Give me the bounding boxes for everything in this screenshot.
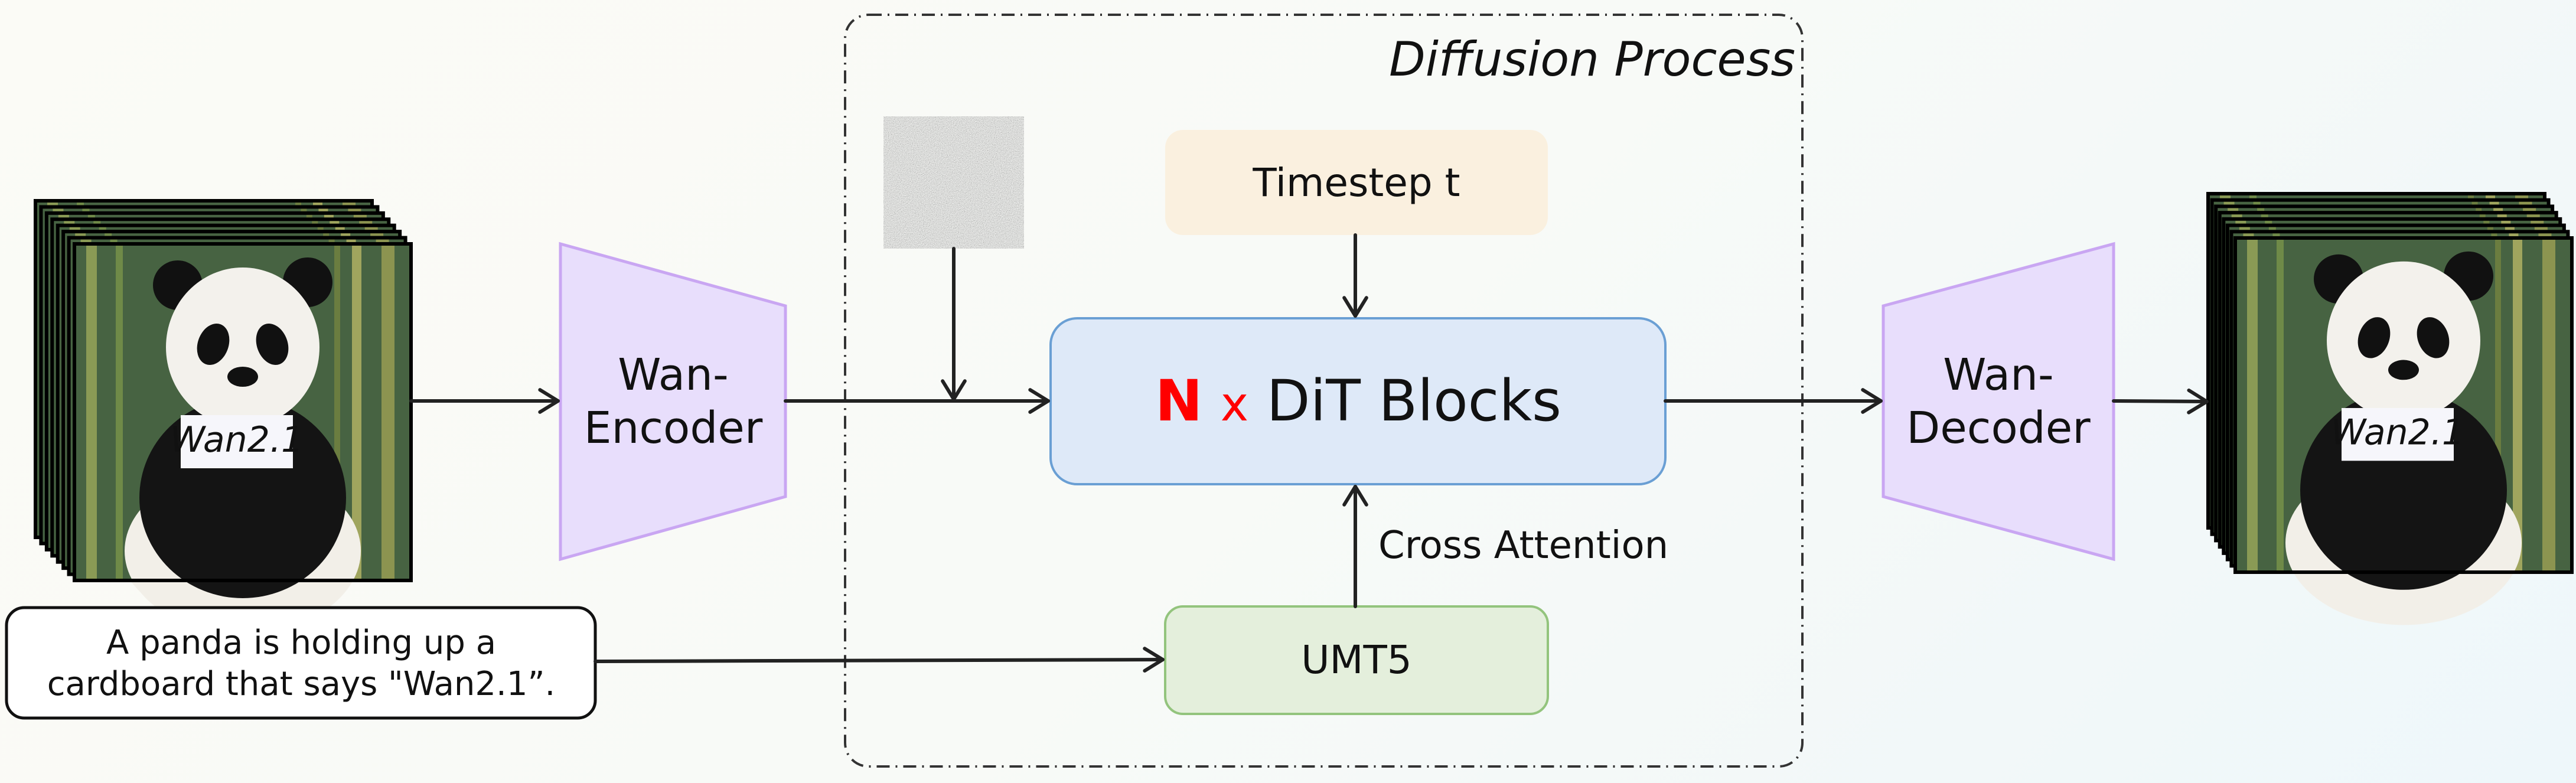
arrows [409,233,2209,673]
arrow-noise-to-latent-head [941,379,967,401]
arrow-decoder-to-video [2112,399,2209,403]
decoder-label-line1: Wan- [1943,350,2053,400]
wan-encoder [559,242,787,562]
cross-attention-label: Cross Attention [1378,524,1668,567]
arrow-dit-to-decoder-head [1861,388,1883,414]
noise-latent [883,116,1024,249]
dit-blocks-label: N x DiT Blocks [1155,368,1561,434]
timestep-label: Timestep t [1252,160,1460,205]
arrow-video-to-encoder-head [538,388,560,414]
arrow-prompt-to-umt5 [594,658,1165,663]
encoder-label-line1: Wan- [618,350,728,400]
sign-text: Wan2.1 [170,419,304,461]
arrow-encoder-to-dit-head [1028,388,1050,414]
prompt-line2: cardboard that says "Wan2.1”. [47,665,556,703]
arrow-decoder-to-video-head [2187,388,2209,415]
sign-text: Wan2.1 [2331,413,2464,454]
encoder-label-line2: Encoder [584,403,763,454]
dit-n-count: N [1155,368,1202,434]
diffusion-process-container [844,14,1804,768]
wan-decoder [1882,242,2115,562]
arrow-prompt-to-umt5-head [1143,647,1165,673]
decoder-label-line2: Decoder [1906,403,2091,454]
timestep-box [1165,130,1548,235]
arrow-timestep-to-dit-head [1342,296,1368,318]
diffusion-process-label: Diffusion Process [1389,32,1795,87]
input-video-frames: Wan2.1 [34,199,413,634]
output-video-frames: Wan2.1 [2206,192,2574,625]
video-frame: Wan2.1 [73,242,413,634]
video-frame: Wan2.1 [2233,236,2574,625]
dit-blocks-text: DiT Blocks [1267,368,1561,434]
arrow-umt5-to-dit-head [1342,485,1368,507]
dit-times: x [1221,377,1248,432]
prompt-line1: A panda is holding up a [106,624,496,662]
umt5-label: UMT5 [1301,637,1412,683]
